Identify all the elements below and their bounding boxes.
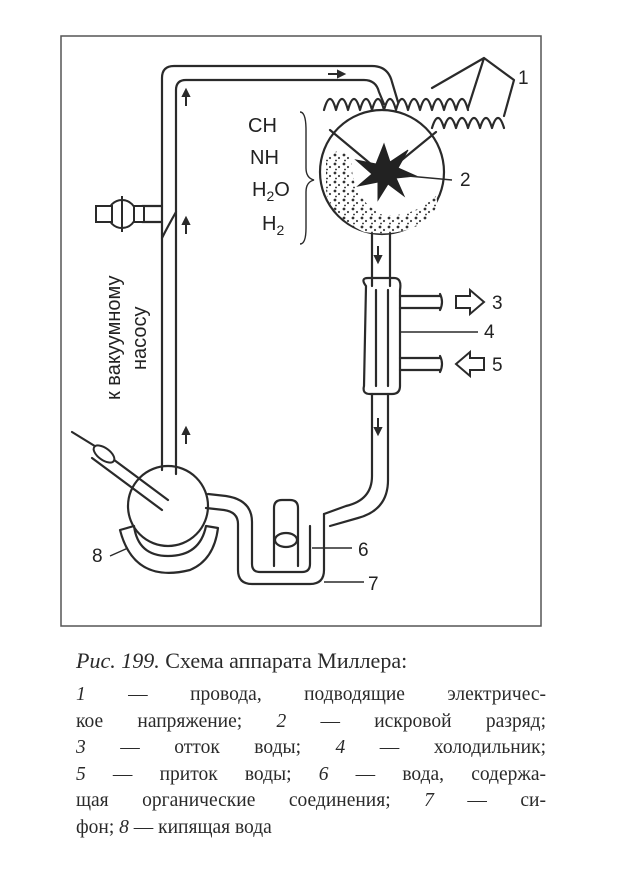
electrode-holder [92,444,116,464]
caption-line: 5 — приток воды; 6 — вода, содержа- [76,762,546,789]
caption-text: — приток воды; [85,763,319,785]
heater [118,524,220,574]
water-out-arrow-icon [455,287,486,317]
caption-text: — кипящая вода [128,816,272,838]
gas-ch: CH [248,115,277,137]
caption-number: 3 [76,737,86,758]
siphon [204,506,326,586]
caption-number: 1 [76,684,86,705]
water-in-pipe [398,354,444,374]
wire-coil-right [430,116,506,130]
left-tube [160,64,400,472]
label-4: 4 [484,322,495,343]
water-trap [272,498,300,568]
caption-line: 3 — отток воды; 4 — холодильник; [76,735,546,762]
caption-number: 6 [318,763,329,785]
caption-number: 7 [424,790,434,811]
gas-brace [299,111,315,245]
caption-text: — си- [433,790,546,811]
caption-legend: 1 — провода, подводящие электричес-кое н… [76,682,546,841]
pump-label-line1: к вакуумному [103,276,125,400]
caption-line: щая органические соединения; 7 — си- [76,788,546,815]
vacuum-valve [95,196,145,232]
wire-coil-left [322,97,470,112]
label-1: 1 [518,68,529,89]
boiling-flask [126,464,210,548]
condenser [362,276,402,396]
caption-text: — искровой разряд; [286,710,546,732]
caption-number: 5 [76,763,86,785]
figure-caption: Рис. 199. Схема аппарата Миллера: 1 — пр… [76,646,546,841]
caption-number: 2 [276,710,287,732]
caption-prefix: Рис. 199. [76,648,160,673]
wire-leads [430,56,516,118]
label-2: 2 [460,170,471,191]
caption-text: щая органические соединения; [76,790,425,811]
spark [354,142,418,202]
caption-text: — отток воды; [85,737,336,758]
label-5: 5 [492,355,503,376]
spark-flask [318,108,446,236]
miller-apparatus-diagram: 1 2 3 4 5 6 7 8 CH NH H2O H2 к вакуумном… [60,35,542,627]
caption-text: кое напряжение; [76,710,277,732]
return-tube [322,392,390,528]
caption-number: 4 [335,737,346,758]
vacuum-branch [140,204,164,224]
gas-h2o-sub: 2 [266,188,274,204]
label-8: 8 [92,546,103,567]
water-out-pipe [398,292,444,312]
gas-h2: H2 [262,213,284,238]
left-tube-inner [174,78,386,476]
gas-h2-h: H [262,213,276,235]
label-6: 6 [358,540,369,561]
label-7: 7 [368,574,379,595]
caption-text: — вода, содержа- [328,763,546,785]
caption-line: 1 — провода, подводящие электричес- [76,682,546,709]
vacuum-branch-curve [160,210,178,240]
siphon-inner [206,492,312,574]
caption-text: — холодильник; [345,737,546,758]
label-3: 3 [492,293,503,314]
gas-h2o: H2O [252,179,290,204]
caption-line: фон; 8 — кипящая вода [76,815,546,842]
gas-nh: NH [250,147,279,169]
caption-text: — провода, подводящие электричес- [85,684,546,705]
caption-title-text: Схема аппарата Миллера: [165,648,408,673]
leader-2 [407,175,453,181]
flask-residue [326,151,437,234]
caption-line: кое напряжение; 2 — искровой разряд; [76,709,546,736]
pump-label-line2: насосу [129,306,151,370]
diagram-frame [60,35,542,627]
flow-arrows [181,69,383,444]
condenser-inner [374,288,390,388]
water-in-arrow-icon [454,349,485,379]
electrode-tip [70,430,100,450]
water-trap-bulb [273,531,299,549]
caption-text: фон; [76,816,120,838]
gas-h2o-h: H [252,179,266,201]
gas-h2o-o: O [274,179,290,201]
caption-number: 8 [119,816,129,838]
caption-title: Рис. 199. Схема аппарата Миллера: [76,646,546,676]
leader-8 [109,547,129,557]
gas-h2-sub: 2 [276,222,284,238]
